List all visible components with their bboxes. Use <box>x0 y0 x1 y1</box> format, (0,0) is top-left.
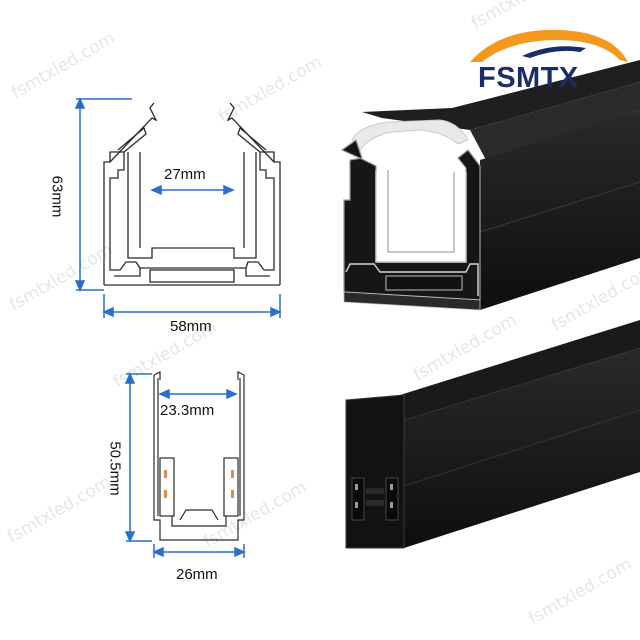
large-height-label: 63mm <box>48 175 66 218</box>
large-width-label: 58mm <box>170 318 212 335</box>
small-profile-render <box>345 320 640 549</box>
small-inner-width-label: 23.3mm <box>160 402 215 419</box>
small-profile-dimension-lines <box>124 372 246 558</box>
large-profile-dimension-lines <box>74 97 282 318</box>
brand-logo: FSMTX <box>478 62 579 94</box>
small-width-label: 26mm <box>176 566 218 583</box>
large-profile-render <box>340 60 640 311</box>
large-profile-cross-section <box>103 102 281 286</box>
small-profile-cross-section <box>153 371 245 541</box>
large-inner-width-label: 27mm <box>164 166 206 183</box>
logo-swoosh-icon <box>470 29 628 62</box>
small-height-label: 50.5mm <box>106 441 124 496</box>
brand-logo-sub: LED <box>591 93 605 100</box>
small-profile-contacts <box>164 470 234 498</box>
